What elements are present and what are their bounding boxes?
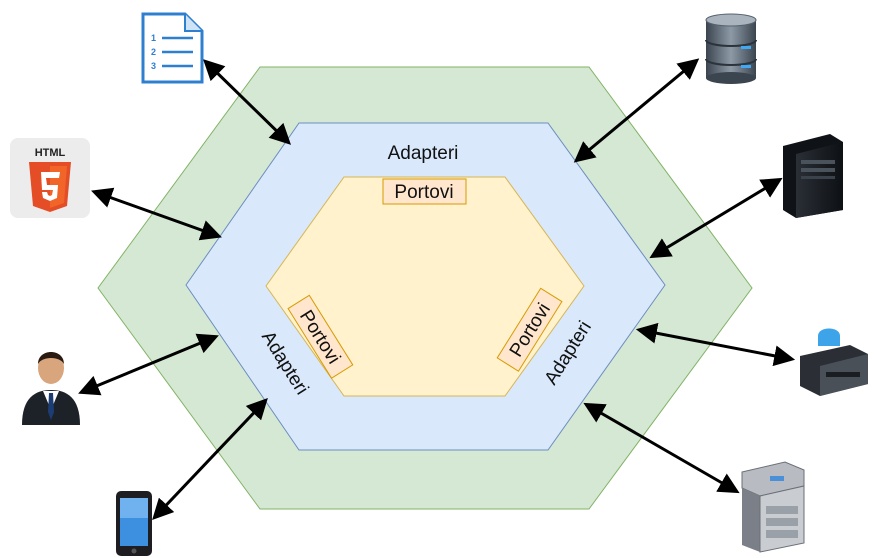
arrow-user bbox=[78, 333, 219, 396]
svg-text:2: 2 bbox=[151, 47, 156, 57]
port-layer-hexagon bbox=[265, 176, 585, 397]
server-tower-icon bbox=[783, 134, 843, 218]
arrow-mobile bbox=[152, 397, 268, 521]
printer-icon bbox=[800, 328, 868, 396]
document-list-icon: 1 2 3 bbox=[141, 12, 204, 84]
mobile-phone-icon bbox=[116, 491, 152, 556]
svg-text:HTML: HTML bbox=[35, 147, 66, 159]
adapter-label-top: Adapteri bbox=[388, 143, 459, 164]
html5-icon: HTML bbox=[10, 138, 90, 218]
svg-text:Portovi: Portovi bbox=[394, 182, 453, 203]
database-icon bbox=[705, 13, 757, 84]
user-icon bbox=[22, 352, 80, 425]
arrow-server bbox=[649, 177, 783, 259]
svg-text:3: 3 bbox=[151, 61, 156, 71]
arrow-photocopier bbox=[583, 402, 740, 494]
arrow-database bbox=[573, 58, 700, 163]
arrow-printer bbox=[635, 322, 796, 367]
photocopier-icon bbox=[741, 461, 805, 553]
svg-text:1: 1 bbox=[151, 33, 156, 43]
port-label-top: Portovi bbox=[382, 178, 467, 205]
arrow-html5 bbox=[91, 187, 222, 241]
arrow-document bbox=[202, 59, 292, 145]
